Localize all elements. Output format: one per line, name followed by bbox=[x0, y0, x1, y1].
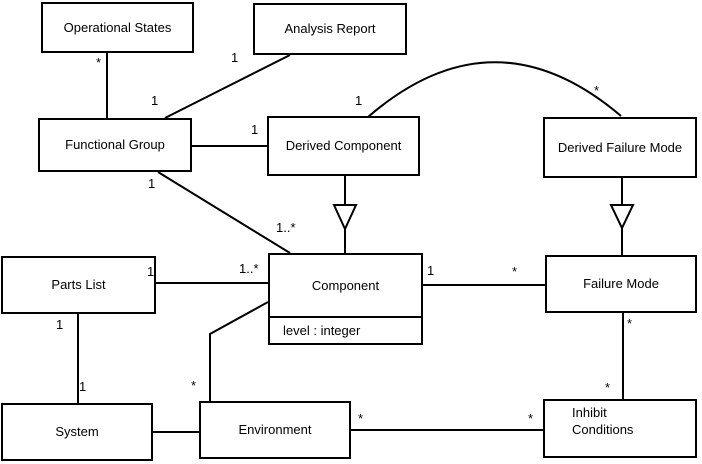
multiplicity-functional-group-derived-component-end: 1 bbox=[251, 122, 259, 137]
multiplicity-component-failure-mode-target: * bbox=[512, 264, 518, 279]
class-name-label: Analysis Report bbox=[284, 21, 376, 36]
multiplicity-derived-component-arc-end: 1 bbox=[355, 93, 363, 108]
class-system[interactable]: System bbox=[1, 403, 153, 461]
class-name-label: Environment bbox=[238, 422, 312, 437]
association-analysis-report-functional-group bbox=[164, 54, 291, 119]
class-name-label: Derived Component bbox=[285, 138, 402, 153]
multiplicity-component-failure-mode-source: 1 bbox=[427, 263, 435, 278]
multiplicity-environment-inhibit-target: * bbox=[528, 411, 534, 426]
class-parts-list[interactable]: Parts List bbox=[1, 256, 156, 314]
class-name-label: Parts List bbox=[51, 277, 106, 292]
class-name-label: Derived Failure Mode bbox=[557, 139, 683, 155]
class-name-label: Operational States bbox=[63, 19, 172, 35]
class-operational-states[interactable]: Operational States bbox=[41, 2, 194, 53]
multiplicity-environment-inhibit-source: * bbox=[358, 411, 364, 426]
multiplicity-component-environment-end: * bbox=[191, 378, 197, 393]
multiplicity-functional-group-component-source: 1 bbox=[148, 176, 156, 191]
class-name-label: Failure Mode bbox=[583, 276, 659, 291]
class-name-label: Inhibit Conditions bbox=[572, 405, 634, 437]
class-failure-mode[interactable]: Failure Mode bbox=[545, 255, 697, 313]
multiplicity-functional-group-analysis-end: 1 bbox=[151, 93, 159, 108]
multiplicity-functional-group-component-target: 1..* bbox=[276, 220, 296, 235]
multiplicity-parts-list-component-source: 1 bbox=[147, 264, 155, 279]
association-functional-group-component bbox=[157, 171, 291, 254]
multiplicity-parts-list-system-target: 1 bbox=[79, 379, 87, 394]
class-analysis-report[interactable]: Analysis Report bbox=[253, 3, 407, 55]
multiplicity-analysis-report-end: 1 bbox=[231, 50, 239, 65]
class-attribute-label: level : integer bbox=[283, 322, 361, 338]
multiplicity-failure-mode-inhibit-source: * bbox=[627, 316, 633, 331]
association-component-environment bbox=[209, 301, 269, 401]
class-name-compartment: Component bbox=[270, 255, 421, 316]
class-name-label: Component bbox=[311, 277, 380, 293]
class-name-label: Functional Group bbox=[65, 137, 165, 152]
multiplicity-derived-failure-mode-arc-end: * bbox=[594, 83, 600, 98]
generalization-triangle-component bbox=[332, 204, 358, 232]
generalization-triangle-failure-mode bbox=[609, 204, 635, 231]
multiplicity-parts-list-component-target: 1..* bbox=[239, 261, 259, 276]
association-derived-component-derived-failure-mode-arc bbox=[367, 61, 622, 118]
class-component[interactable]: Component level : integer bbox=[268, 253, 423, 345]
multiplicity-parts-list-system-source: 1 bbox=[56, 317, 64, 332]
class-functional-group[interactable]: Functional Group bbox=[38, 118, 192, 172]
multiplicity-operational-states-end: * bbox=[96, 55, 102, 70]
class-environment[interactable]: Environment bbox=[199, 401, 351, 459]
class-derived-failure-mode[interactable]: Derived Failure Mode bbox=[543, 117, 697, 178]
class-attribute-compartment: level : integer bbox=[270, 316, 421, 343]
class-derived-component[interactable]: Derived Component bbox=[267, 116, 420, 176]
multiplicity-failure-mode-inhibit-target: * bbox=[605, 380, 611, 395]
class-inhibit-conditions[interactable]: Inhibit Conditions bbox=[543, 399, 697, 458]
class-name-label: System bbox=[55, 424, 99, 439]
